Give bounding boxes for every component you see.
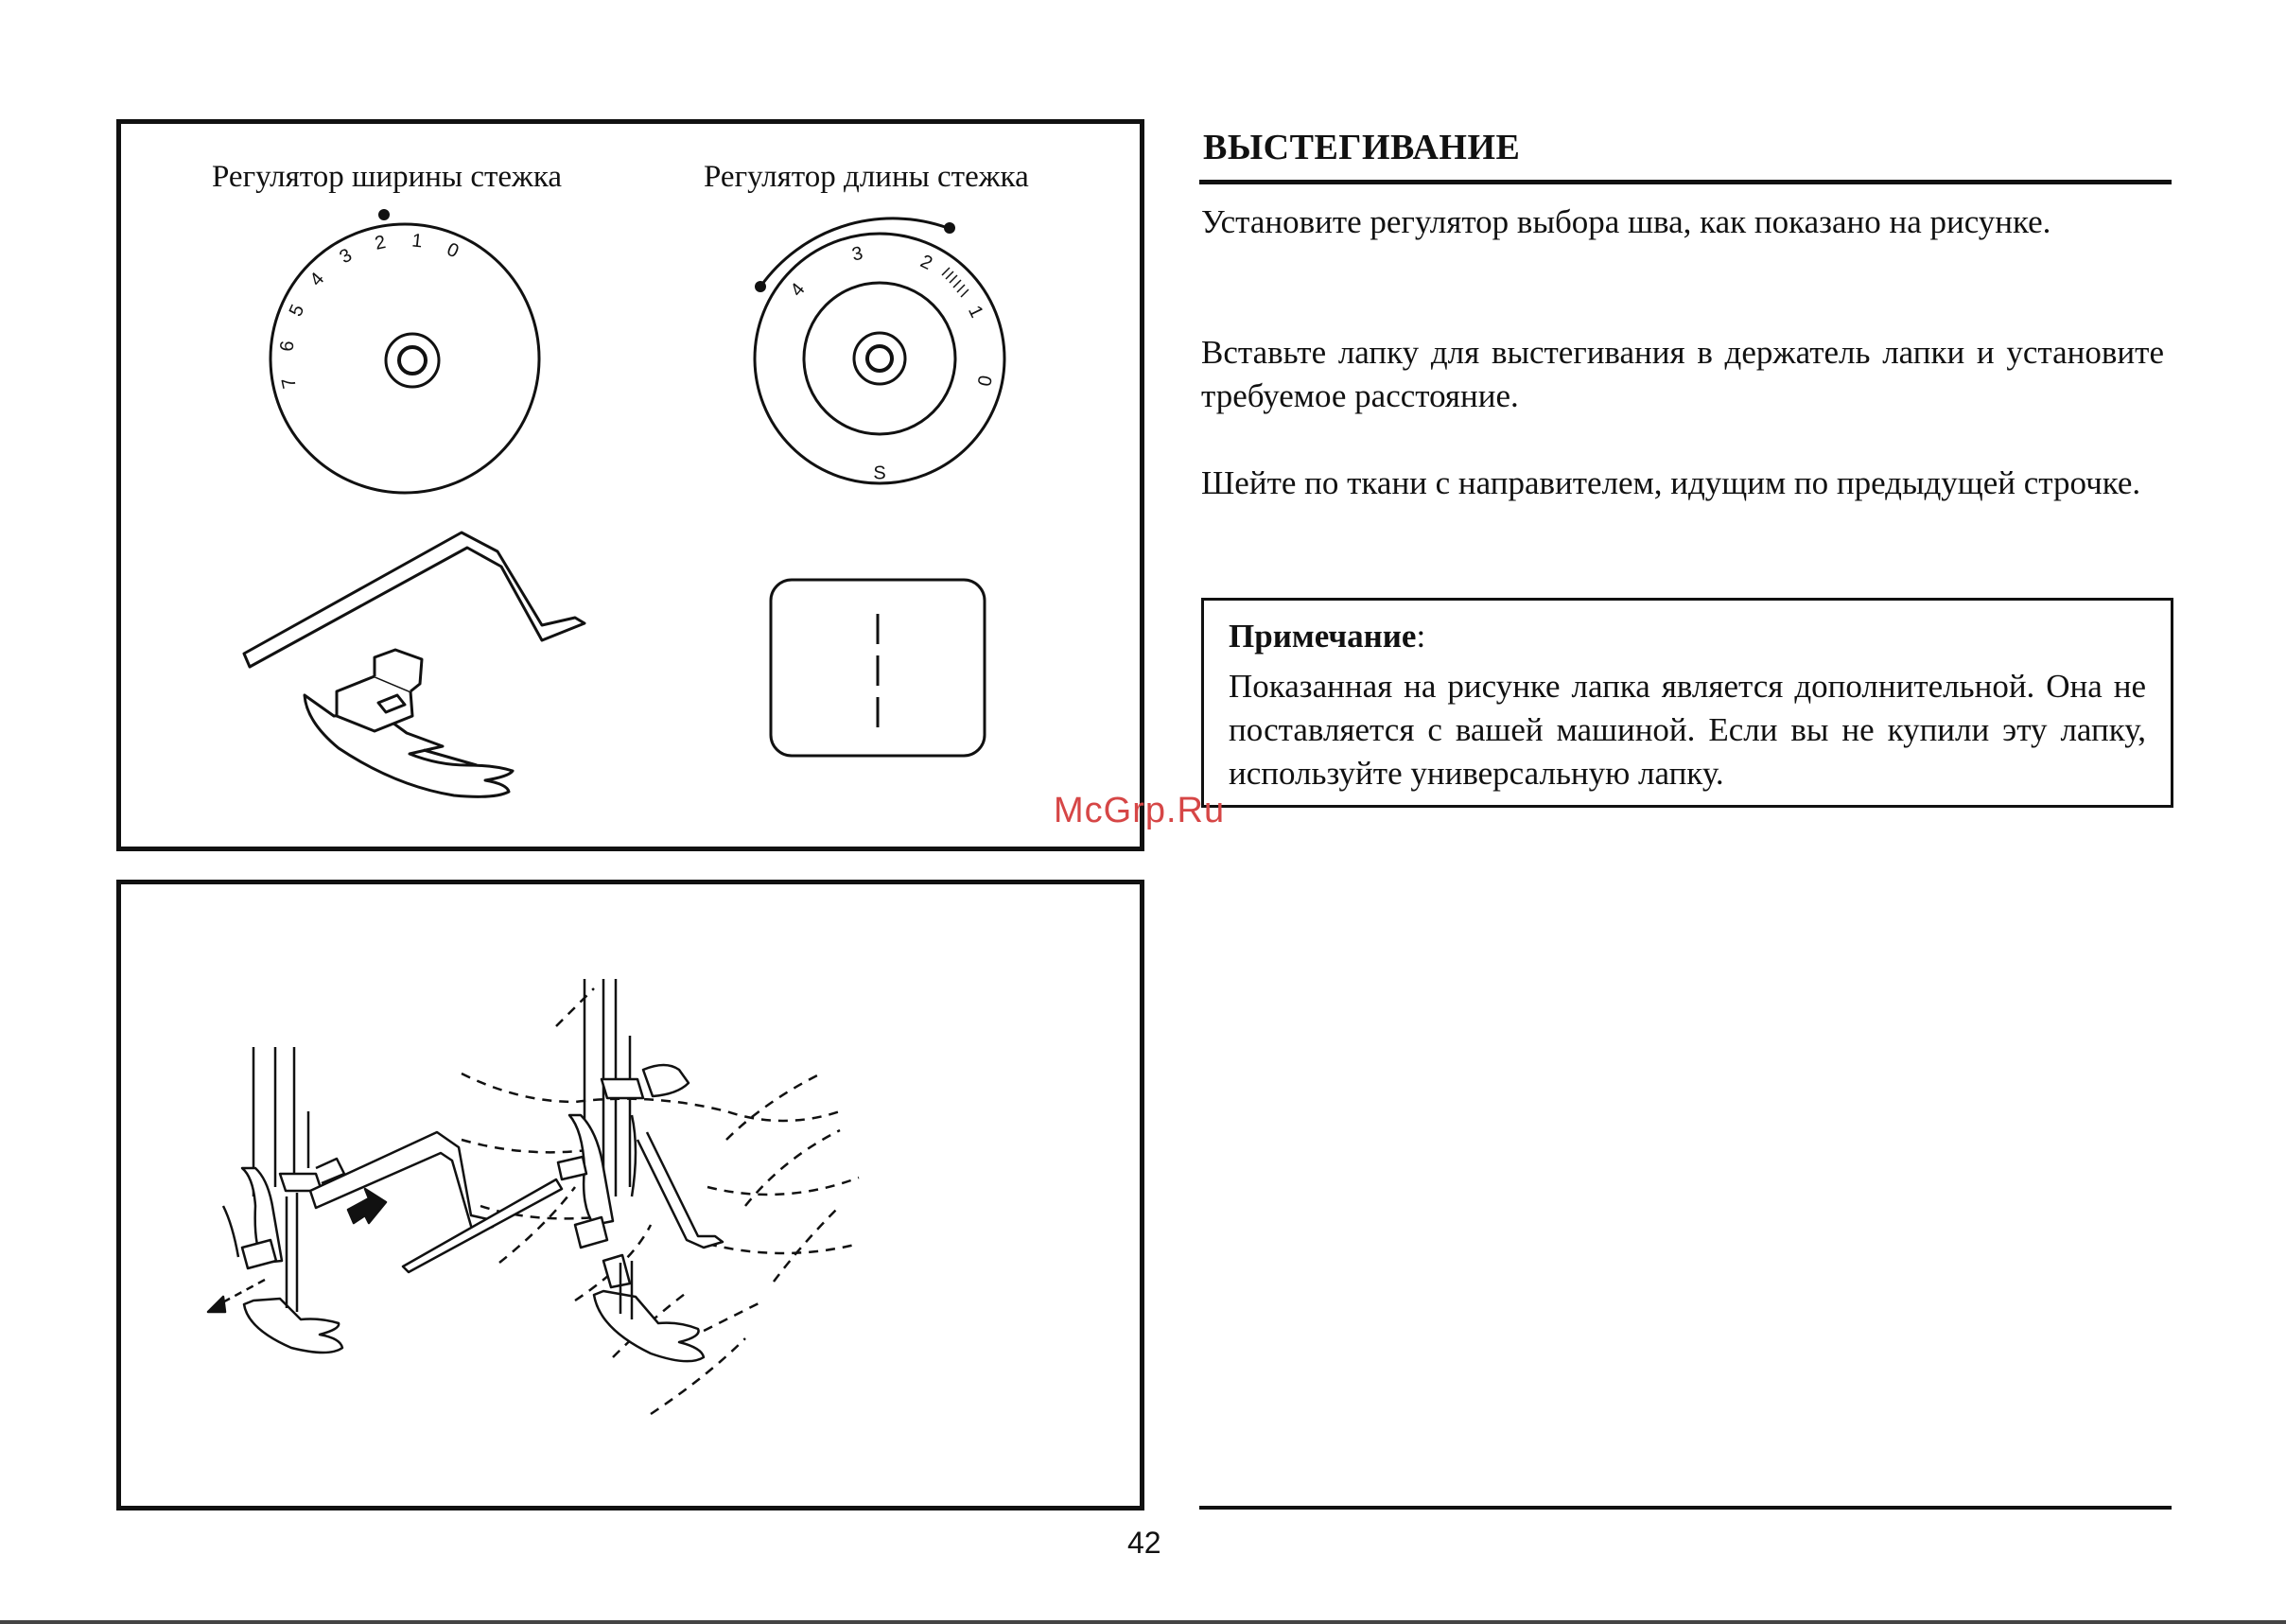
watermark: McGrp.Ru xyxy=(1054,791,1226,830)
installation-illustration xyxy=(206,979,860,1416)
length-dial-number-0: 0 xyxy=(972,374,995,388)
page-bottom-edge xyxy=(0,1620,2286,1624)
fabric-stitch-sample xyxy=(769,578,986,758)
length-dial-number-2: 2 xyxy=(917,251,936,274)
length-left-dot xyxy=(755,281,766,292)
attach-guide-illustration xyxy=(206,1047,495,1354)
stitch-width-dial xyxy=(269,209,541,495)
sewing-with-guide-illustration xyxy=(461,987,860,1416)
width-dial-number-2: 2 xyxy=(373,232,387,254)
instruction-paragraph-3: Шейте по ткани с направителем, идущим по… xyxy=(1201,464,2141,501)
width-dial-number-7: 7 xyxy=(278,375,301,390)
width-regulator-label: Регулятор ширины стежка xyxy=(212,160,563,194)
note-label: Примечание xyxy=(1229,618,1417,655)
quilting-presser-foot xyxy=(303,648,515,798)
title-rule xyxy=(1199,180,2172,184)
length-dial-number-1: 1 xyxy=(964,303,987,322)
length-dial-number-4: 4 xyxy=(787,279,810,301)
page-number: 42 xyxy=(1127,1526,1161,1560)
quilting-guide-bar xyxy=(242,531,586,669)
width-dial-number-5: 5 xyxy=(286,302,309,320)
presser-and-foot-right xyxy=(401,979,724,1363)
figure-installation-and-sewing xyxy=(116,880,1144,1510)
width-dial-number-0: 0 xyxy=(444,239,462,263)
width-dial-number-4: 4 xyxy=(305,269,328,290)
width-dial-number-3: 3 xyxy=(336,245,356,269)
figure-dials-and-foot: Регулятор ширины стежка Регулятор длины … xyxy=(116,119,1144,851)
width-dial-number-1: 1 xyxy=(410,230,423,252)
instruction-paragraph-1: Установите регулятор выбора шва, как пок… xyxy=(1201,203,2051,240)
section-title: ВЫСТЕГИВАНИЕ xyxy=(1203,128,1521,167)
length-dial-s-mark: S xyxy=(873,463,885,483)
instruction-paragraph-2: Вставьте лапку для выстегивания в держат… xyxy=(1201,334,2164,414)
note-box: Примечание: Показанная на рисунке лапка … xyxy=(1201,598,2173,808)
length-right-dot xyxy=(944,222,955,234)
note-label-suffix: : xyxy=(1416,618,1426,655)
note-heading: Примечание: xyxy=(1229,618,1425,655)
length-dial-number-3: 3 xyxy=(850,243,864,266)
length-regulator-label: Регулятор длины стежка xyxy=(704,160,1029,194)
width-indicator-dot xyxy=(378,209,390,220)
stitch-length-dial xyxy=(753,217,1006,485)
bottom-rule xyxy=(1199,1506,2172,1510)
note-text: Показанная на рисунке лапка является доп… xyxy=(1229,668,2146,792)
width-dial-number-6: 6 xyxy=(276,340,298,352)
